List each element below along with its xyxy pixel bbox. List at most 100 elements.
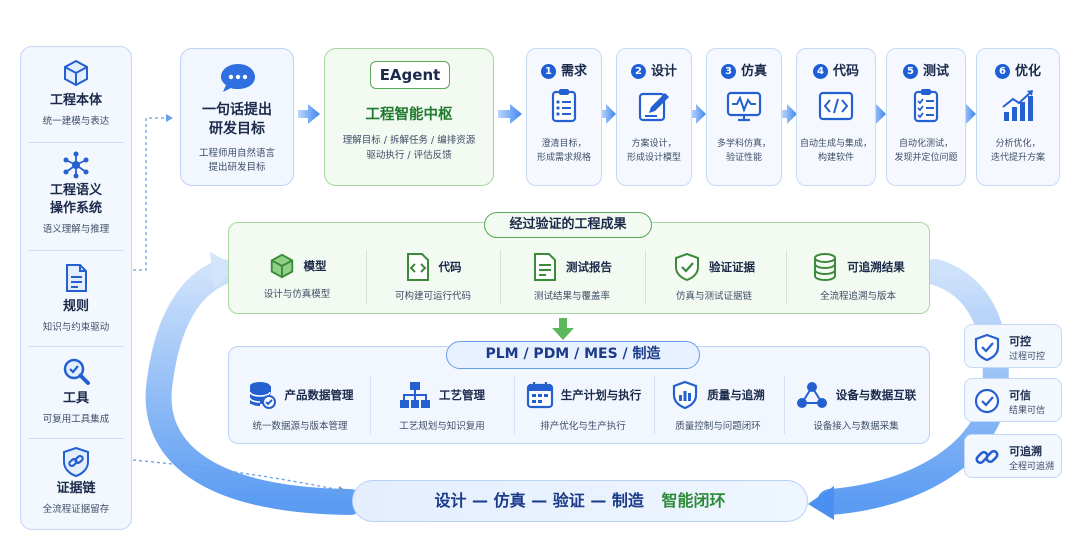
hub-card: EAgent 工程智能中枢 理解目标 / 拆解任务 / 编排资源 驱动执行 / … [324, 48, 494, 186]
calendar-icon [526, 382, 553, 409]
mfg-item-devices: 设备与数据互联 设备接入与数据采集 [784, 380, 928, 432]
left-item-subtitle: 可复用工具集成 [42, 414, 110, 425]
dashed-connector-top [133, 117, 168, 271]
left-item-tools: 工具 可复用工具集成 [20, 356, 132, 425]
divider [370, 376, 371, 434]
clipboard-check-icon [913, 89, 939, 123]
step-desc: 多学科仿真， 验证性能 [716, 139, 771, 163]
divider [500, 250, 501, 304]
divider [28, 250, 124, 251]
manufacturing-panel [228, 346, 930, 444]
result-title: 验证证据 [709, 260, 755, 274]
badge-subtitle: 过程可控 [1009, 352, 1046, 362]
manufacturing-header: PLM / PDM / MES / 制造 [446, 341, 700, 369]
badge-title: 可追溯 [1009, 445, 1042, 458]
nodes-icon [796, 382, 827, 408]
mfg-title: 产品数据管理 [284, 388, 354, 402]
step-number: 6 [994, 64, 1010, 79]
step-header: 2 设计 [617, 60, 691, 79]
code-file-icon [406, 253, 429, 281]
hierarchy-icon [400, 382, 430, 408]
result-title: 代码 [438, 260, 462, 274]
eagent-badge: EAgent [370, 61, 450, 89]
cube-icon [270, 253, 293, 279]
left-item-ontology: 工程本体 统一建模与表达 [20, 58, 132, 127]
badge-traceable: 可追溯 全程可追溯 [964, 434, 1062, 478]
result-subtitle: 仿真与测试证据链 [675, 291, 752, 302]
mfg-item-quality: 质量与追溯 质量控制与问题闭环 [654, 380, 782, 432]
step-number: 5 [902, 64, 918, 79]
mfg-title: 工艺管理 [439, 388, 485, 402]
wrench-icon [63, 358, 90, 385]
badge-subtitle: 结果可信 [1009, 406, 1046, 416]
divider [645, 250, 646, 304]
step-desc: 自动生成与集成， 构建软件 [799, 139, 872, 163]
mfg-title: 设备与数据互联 [835, 388, 917, 402]
step-card-design: 2 设计 方案设计， 形成设计模型 [616, 48, 692, 186]
step-number: 1 [540, 64, 556, 79]
result-subtitle: 设计与仿真模型 [263, 289, 331, 300]
monitor-wave-icon [726, 91, 762, 122]
mfg-item-process: 工艺管理 工艺规划与知识复用 [372, 380, 512, 432]
link-icon [975, 449, 999, 465]
result-item-traceable: 可追溯结果 全流程追溯与版本 [788, 252, 928, 302]
mfg-subtitle: 排产优化与生产执行 [540, 421, 626, 432]
badge-trusted: 可信 结果可信 [964, 378, 1062, 422]
hub-title: 工程智能中枢 [365, 107, 453, 123]
network-icon [63, 151, 89, 179]
mfg-item-pdm: 产品数据管理 统一数据源与版本管理 [232, 380, 368, 432]
left-item-subtitle: 语义理解与推理 [42, 224, 110, 235]
code-window-icon [818, 91, 854, 121]
step-number: 3 [720, 64, 736, 79]
down-arrow-green [552, 318, 574, 340]
left-item-title: 规则 [62, 299, 89, 314]
mfg-subtitle: 工艺规划与知识复用 [399, 421, 485, 432]
step-header: 6 优化 [977, 60, 1059, 79]
result-item-evidence: 验证证据 仿真与测试证据链 [645, 252, 783, 302]
step-title: 仿真 [740, 64, 767, 79]
badge-controllable: 可控 过程可控 [964, 324, 1062, 368]
divider [784, 376, 785, 434]
step-desc: 方案设计， 形成设计模型 [626, 139, 681, 163]
mfg-title: 生产计划与执行 [560, 388, 642, 402]
result-item-test-report: 测试报告 测试结果与覆盖率 [502, 252, 642, 302]
result-item-model: 模型 设计与仿真模型 [232, 252, 362, 300]
growth-chart-icon [1002, 90, 1033, 121]
step-number: 2 [630, 64, 646, 79]
shield-check-icon [974, 333, 1000, 361]
pencil-edit-icon [638, 92, 669, 122]
divider [28, 438, 124, 439]
mfg-subtitle: 统一数据源与版本管理 [252, 421, 348, 432]
loop-banner: 设计 — 仿真 — 验证 — 制造 智能闭环 [352, 480, 808, 522]
step-title: 优化 [1014, 64, 1041, 79]
badge-title: 可信 [1009, 389, 1031, 402]
left-item-subtitle: 全流程证据留存 [42, 504, 110, 515]
divider [786, 250, 787, 304]
step-number: 4 [812, 64, 828, 79]
hub-subtitle: 理解目标 / 拆解任务 / 编排资源 驱动执行 / 评估反馈 [342, 135, 476, 161]
step-title: 设计 [650, 64, 677, 79]
mfg-item-production: 生产计划与执行 排产优化与生产执行 [514, 380, 652, 432]
mfg-subtitle: 质量控制与问题闭环 [675, 421, 761, 432]
result-subtitle: 可构建可运行代码 [394, 291, 471, 302]
result-title: 可追溯结果 [847, 260, 905, 274]
checklist-icon [551, 89, 577, 123]
result-subtitle: 全流程追溯与版本 [819, 291, 896, 302]
result-item-code: 代码 可构建可运行代码 [368, 252, 498, 302]
left-item-evidence: 证据链 全流程证据留存 [20, 446, 132, 515]
goal-title: 一句话提出 研发目标 [202, 102, 272, 137]
shield-check-icon [675, 252, 699, 282]
circle-check-icon [974, 388, 1000, 414]
loop-banner-stages: 设计 — 仿真 — 验证 — 制造 [434, 491, 644, 510]
chat-bubble-icon [221, 64, 255, 92]
left-item-semantic-os: 工程语义 操作系统 语义理解与推理 [20, 150, 132, 235]
result-title: 测试报告 [566, 260, 612, 274]
divider [514, 376, 515, 434]
step-desc: 澄清目标， 形成需求规格 [536, 139, 591, 163]
badge-title: 可控 [1009, 335, 1031, 348]
